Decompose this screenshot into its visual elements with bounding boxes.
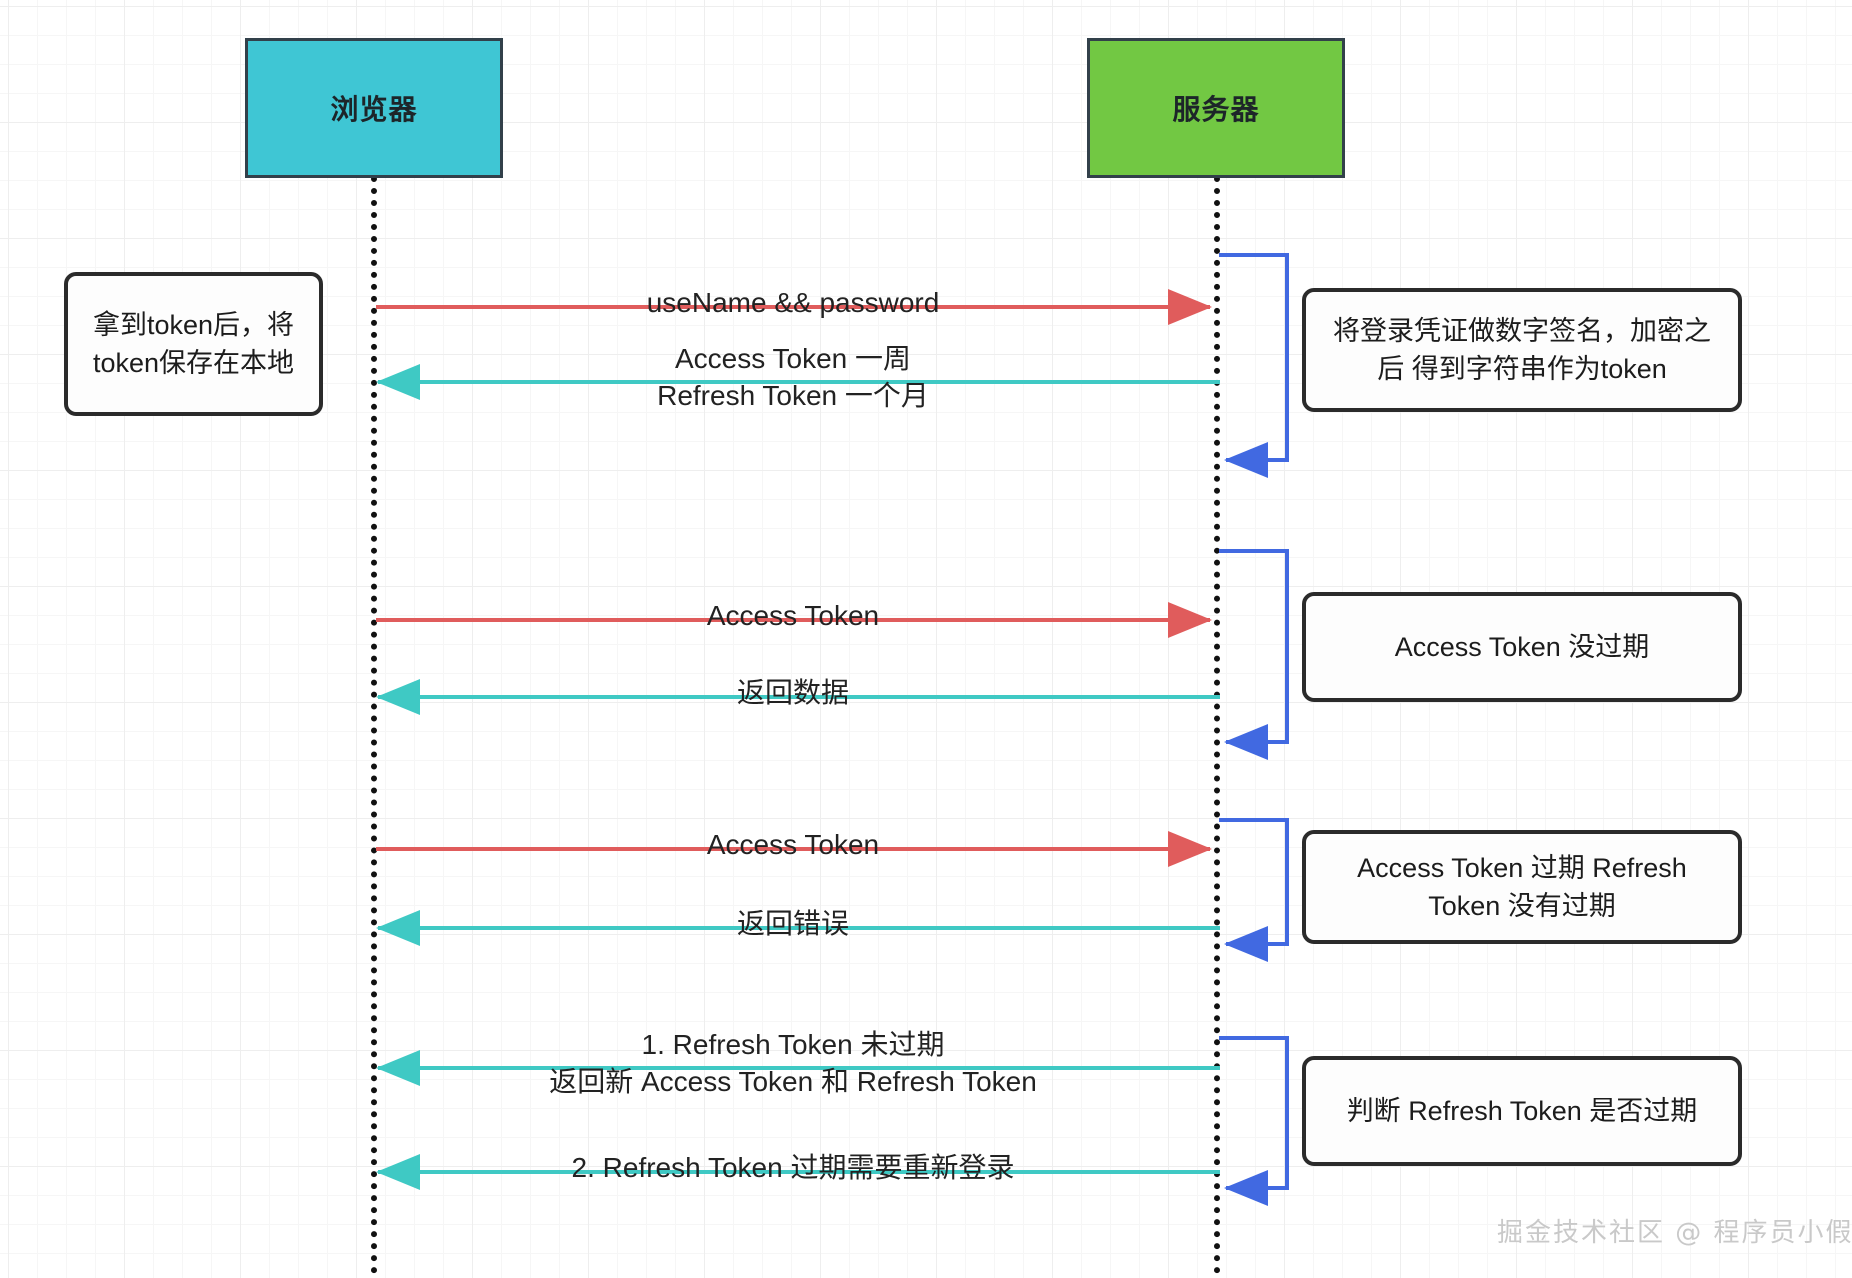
actor-box-server[interactable]: 服务器: [1087, 38, 1345, 178]
message-label-m2: Access Token 一周 Refresh Token 一个月: [657, 343, 929, 412]
actor-box-browser[interactable]: 浏览器: [245, 38, 503, 178]
note-access-token-expired: Access Token 过期 Refresh Token 没有过期: [1302, 830, 1742, 944]
note-access-token-valid: Access Token 没过期: [1302, 592, 1742, 702]
message-label-m5: Access Token: [706, 829, 880, 860]
message-label-m3: Access Token: [706, 600, 880, 631]
lifeline-browser: [371, 176, 377, 1274]
self-loop-s3: [1219, 818, 1289, 962]
message-label-m1: useName && password: [646, 287, 940, 318]
message-label-m6: 返回错误: [736, 908, 849, 939]
self-loop-s1: [1219, 253, 1289, 478]
self-loop-s4: [1219, 1036, 1289, 1206]
note-sign-credentials: 将登录凭证做数字签名，加密之后 得到字符串作为token: [1302, 288, 1742, 412]
note-browser-store-token: 拿到token后，将 token保存在本地: [64, 272, 323, 416]
actor-label-browser: 浏览器: [330, 94, 418, 125]
message-label-m7: 1. Refresh Token 未过期 返回新 Access Token 和 …: [549, 1029, 1037, 1098]
self-loop-s2: [1219, 549, 1289, 760]
watermark: 掘金技术社区 @ 程序员小假: [1497, 1218, 1852, 1248]
message-label-m4: 返回数据: [736, 677, 849, 708]
note-check-refresh-token: 判断 Refresh Token 是否过期: [1302, 1056, 1742, 1166]
message-label-m8: 2. Refresh Token 过期需要重新登录: [571, 1152, 1015, 1183]
lifeline-server: [1214, 176, 1220, 1274]
actor-label-server: 服务器: [1172, 94, 1260, 125]
